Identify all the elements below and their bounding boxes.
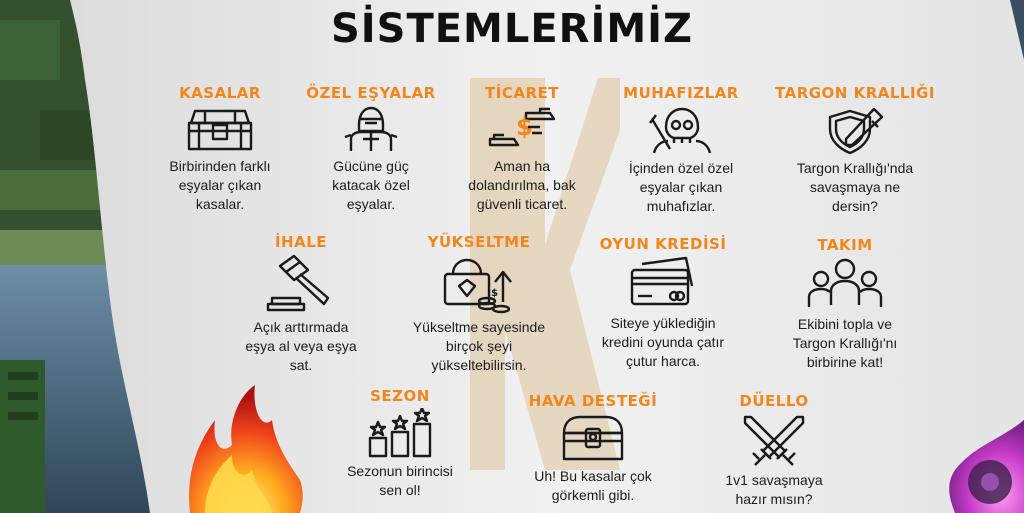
card-oyun-kredisi: OYUN KREDİSİ Siteye yüklediğin kredini o…	[578, 235, 748, 371]
upgrade-bag-icon: $	[443, 258, 512, 314]
card-targon-kralligi: TARGON KRALLIĞI Targon Krallığı'nda sava…	[770, 84, 940, 216]
card-title: ÖZEL EŞYALAR	[306, 84, 436, 102]
shield-sword-icon	[828, 107, 884, 155]
card-yukseltme: YÜKSELTME $ Yükseltme sayesinde birçok ş…	[394, 233, 564, 375]
card-description: Targon Krallığı'nda savaşmaya ne dersin?	[796, 160, 914, 214]
team-icon	[807, 258, 883, 307]
card-description: Aman ha dolandırılma, bak güvenli ticare…	[468, 158, 576, 212]
credit-card-icon	[630, 256, 694, 306]
card-ozel-esyalar: ÖZEL EŞYALAR Gücüne güç katacak özel eşy…	[286, 84, 456, 214]
card-description: Birbirinden farklı eşyalar çıkan kasalar…	[169, 158, 271, 212]
card-sezon: SEZON Sezonun birincisi sen ol!	[315, 387, 485, 500]
svg-text:$: $	[516, 113, 533, 141]
card-title: KASALAR	[179, 84, 261, 102]
card-title: HAVA DESTEĞİ	[528, 392, 658, 410]
supply-chest-icon	[562, 415, 624, 461]
page-title: SİSTEMLERİMİZ	[330, 6, 694, 52]
card-title: SEZON	[370, 387, 430, 405]
svg-text:$: $	[491, 288, 498, 299]
card-ihale: İHALE Açık arttırmada eşya al veya eşya …	[216, 233, 386, 375]
trade-hands-icon: $	[488, 107, 556, 147]
knight-armor-icon	[344, 106, 398, 151]
card-description: Sezonun birincisi sen ol!	[347, 463, 453, 498]
card-description: İçinden özel özel eşyalar çıkan muhafızl…	[628, 160, 734, 214]
card-title: MUHAFIZLAR	[623, 84, 739, 102]
card-duello: DÜELLO 1v1 savaşmaya hazır mısın?	[689, 392, 859, 509]
skull-guard-icon	[649, 107, 712, 154]
card-title: DÜELLO	[739, 392, 809, 410]
card-description: Yükseltme sayesinde birçok şeyi yükselte…	[412, 319, 546, 373]
card-kasalar: KASALAR Birbirinden farklı eşyalar çıkan…	[135, 84, 305, 214]
treasure-chest-icon	[187, 109, 253, 151]
card-takim: TAKIM Ekibini topla ve Targon Krallığı'n…	[760, 236, 930, 372]
card-title: TAKIM	[817, 236, 873, 254]
card-description: Açık arttırmada eşya al veya eşya sat.	[245, 319, 357, 373]
card-description: Ekibini topla ve Targon Krallığı'nı birb…	[792, 316, 898, 370]
card-title: YÜKSELTME	[427, 233, 531, 251]
card-hava-destegi: HAVA DESTEĞİ Uh! Bu kasalar çok görkemli…	[508, 392, 678, 505]
gavel-icon	[266, 254, 330, 312]
card-description: Gücüne güç katacak özel eşyalar.	[332, 158, 410, 212]
card-description: Uh! Bu kasalar çok görkemli gibi.	[534, 468, 652, 503]
season-podium-icon	[368, 408, 432, 458]
card-title: İHALE	[274, 233, 328, 251]
card-description: 1v1 savaşmaya hazır mısın?	[725, 472, 823, 507]
card-title: TARGON KRALLIĞI	[775, 84, 935, 102]
card-title: TİCARET	[485, 84, 559, 102]
crossed-swords-icon	[743, 415, 805, 466]
card-description: Siteye yüklediğin kredini oyunda çatır ç…	[601, 315, 725, 369]
card-ticaret: TİCARET $ Aman ha dolandırılma, bak güve…	[437, 84, 607, 214]
card-title: OYUN KREDİSİ	[599, 235, 727, 253]
card-muhafizlar: MUHAFIZLAR İçinden özel özel eşyalar çık…	[596, 84, 766, 216]
